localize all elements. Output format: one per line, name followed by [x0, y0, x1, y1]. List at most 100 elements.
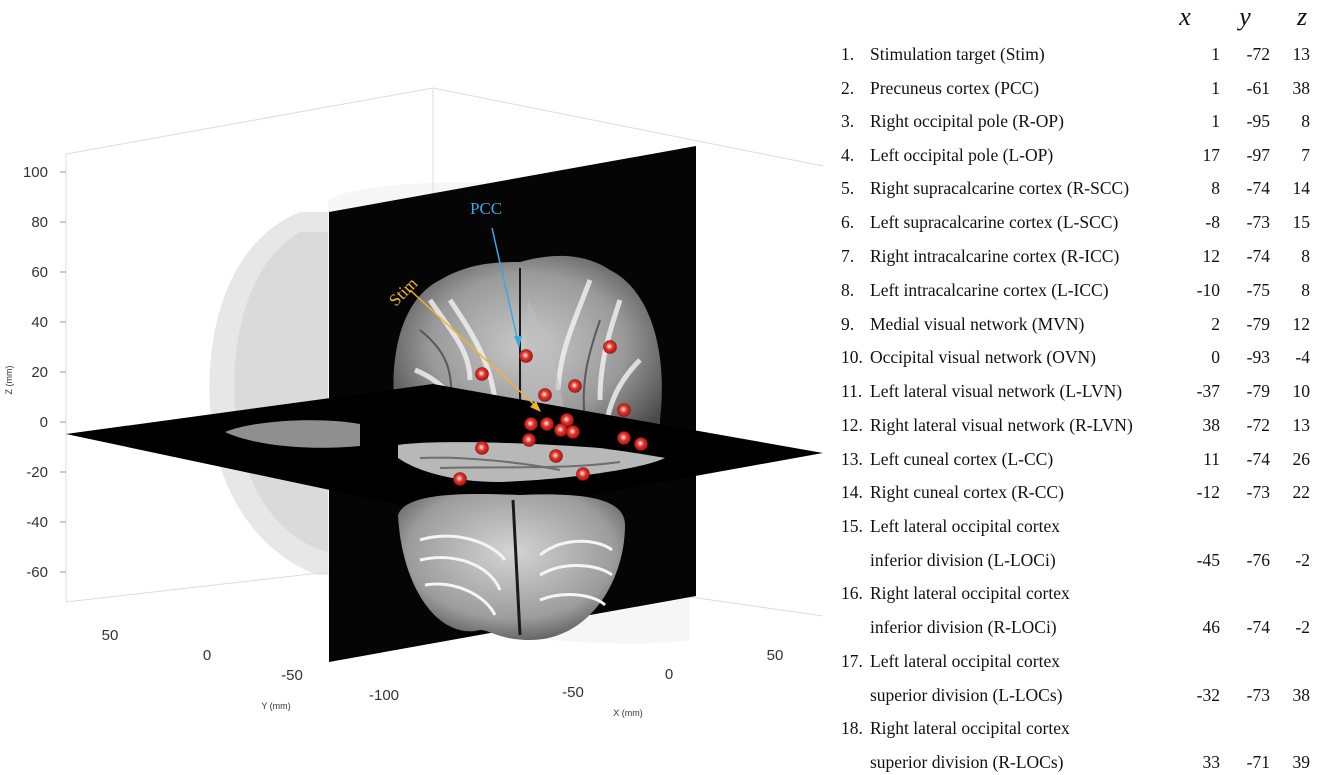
x-axis: 50 0 -50 X (mm): [562, 647, 783, 718]
row-label: Right lateral visual network (R-LVN): [870, 415, 1133, 435]
row-label: Left occipital pole (L-OP): [870, 145, 1054, 165]
table-row: 15.Left lateral occipital cortex-45-76-2…: [838, 515, 1317, 570]
row-label: Occipital visual network (OVN): [870, 347, 1096, 367]
coord-y: -79: [1246, 314, 1270, 334]
coord-y: -95: [1246, 111, 1270, 131]
row-label: Stimulation target (Stim): [870, 44, 1045, 64]
row-label: Left lateral occipital cortex: [870, 516, 1060, 536]
coord-x: 38: [1202, 415, 1221, 435]
axial-brain-section: [225, 420, 665, 482]
y-tick: -50: [281, 667, 303, 684]
coord-x: 8: [1211, 178, 1220, 198]
z-tick: -40: [26, 514, 48, 531]
x-tick: 0: [665, 666, 673, 683]
row-label: Right occipital pole (R-OP): [870, 111, 1064, 131]
coord-z: 12: [1292, 314, 1311, 334]
coord-z: 14: [1292, 178, 1311, 198]
roi-marker: [617, 403, 631, 417]
row-label: Left lateral occipital cortex: [870, 651, 1060, 671]
coord-z: 38: [1292, 685, 1311, 705]
row-number: 18.: [841, 718, 863, 738]
coord-x: 33: [1202, 752, 1221, 772]
roi-marker: [634, 437, 648, 451]
table-row: 8. Left intracalcarine cortex (L-ICC) -10 -…: [838, 279, 1317, 301]
coord-y: -73: [1246, 212, 1270, 232]
coord-x: -37: [1196, 381, 1220, 401]
table-row: 12.Right lateral visual network (R-LVN)3…: [838, 414, 1317, 436]
row-label-continuation: superior division (L-LOCs): [870, 685, 1063, 705]
table-row: 7.Right intracalcarine cortex (R-ICC)12-…: [838, 245, 1317, 267]
row-number: 7.: [841, 246, 855, 266]
coord-z: 15: [1292, 212, 1311, 232]
row-number: 17.: [841, 651, 863, 671]
row-label: Medial visual network (MVN): [870, 314, 1085, 334]
z-tick: -60: [26, 564, 48, 581]
row-label: Left lateral visual network (L-LVN): [870, 381, 1123, 401]
coord-y: -72: [1246, 44, 1270, 64]
x-axis-label: X (mm): [613, 708, 643, 718]
coord-y: -74: [1246, 178, 1270, 198]
roi-marker: [475, 367, 489, 381]
coord-z: 7: [1301, 145, 1310, 165]
coord-z: 8: [1301, 280, 1310, 300]
header-y: y: [1239, 2, 1251, 31]
z-axis: 100 80 60 40 20 0 -20 -40 -60 Z (mm): [4, 164, 48, 581]
coord-x: 1: [1211, 44, 1220, 64]
header-x: x: [1179, 2, 1191, 31]
coord-x: 12: [1202, 246, 1221, 266]
header-z: z: [1296, 2, 1308, 31]
roi-marker: [560, 413, 574, 427]
row-label: Precuneus cortex (PCC): [870, 78, 1040, 98]
roi-marker: [519, 349, 533, 363]
coord-x: 46: [1202, 617, 1221, 637]
z-tick: 40: [31, 314, 48, 331]
table-row: 11. Left lateral visual network (L-LVN) -3…: [838, 380, 1317, 402]
table-row: 5.Right supracalcarine cortex (R-SCC)8-7…: [838, 177, 1317, 199]
y-axis-label: Y (mm): [261, 701, 290, 711]
coord-z: 26: [1292, 449, 1311, 469]
coord-y: -71: [1246, 752, 1270, 772]
y-axis: 50 0 -50 -100 Y (mm): [102, 627, 399, 711]
row-number: 13.: [841, 449, 863, 469]
coord-z: -2: [1295, 617, 1310, 637]
coord-y: -75: [1246, 280, 1270, 300]
coord-y: -74: [1246, 449, 1270, 469]
coord-y: -73: [1246, 685, 1270, 705]
row-label: Left intracalcarine cortex (L-ICC): [870, 280, 1109, 300]
coord-y: -97: [1246, 145, 1270, 165]
coord-z: 13: [1292, 415, 1311, 435]
z-axis-label: Z (mm): [4, 366, 14, 395]
coordinates-table: x y z 1. Stimulation target (Stim) 1 -72 13 2…: [838, 0, 1317, 775]
row-label: Right cuneal cortex (R-CC): [870, 482, 1064, 502]
row-number: 2.: [841, 78, 855, 98]
roi-marker: [566, 425, 580, 439]
roi-marker: [549, 449, 563, 463]
z-tick: 60: [31, 264, 48, 281]
roi-marker: [540, 417, 554, 431]
row-label: Left supracalcarine cortex (L-SCC): [870, 212, 1119, 232]
row-label: Left cuneal cortex (L-CC): [870, 449, 1054, 469]
roi-marker: [475, 441, 489, 455]
x-tick: -50: [562, 684, 584, 701]
roi-markers: [453, 340, 648, 486]
row-number: 9.: [841, 314, 855, 334]
row-label-continuation: superior division (R-LOCs): [870, 752, 1064, 772]
coord-x: 1: [1211, 78, 1220, 98]
z-tick: 0: [40, 414, 48, 431]
row-number: 1.: [841, 44, 855, 64]
row-number: 8.: [841, 280, 855, 300]
row-number: 14.: [841, 482, 863, 502]
row-number: 3.: [841, 111, 855, 131]
coord-x: -10: [1196, 280, 1220, 300]
coord-x: 17: [1202, 145, 1221, 165]
row-number: 11.: [841, 381, 863, 401]
z-tick: 20: [31, 364, 48, 381]
coord-z: -4: [1295, 347, 1310, 367]
coord-y: -76: [1246, 550, 1270, 570]
roi-marker: [568, 379, 582, 393]
